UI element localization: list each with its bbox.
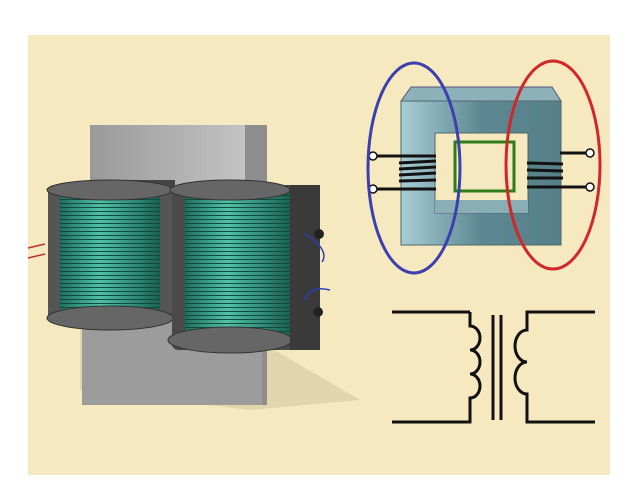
primary-winding bbox=[373, 154, 437, 191]
terminal-icons bbox=[368, 148, 595, 194]
core-top bbox=[90, 125, 265, 185]
flux-path bbox=[453, 140, 516, 193]
transformer-symbol bbox=[392, 310, 595, 424]
coil-right bbox=[167, 179, 320, 354]
transformer-3d-model bbox=[27, 125, 360, 410]
secondary-ellipse bbox=[504, 59, 602, 271]
core-schematic bbox=[366, 59, 602, 275]
terminals bbox=[27, 229, 331, 317]
primary-ellipse bbox=[366, 61, 462, 275]
secondary-winding bbox=[526, 151, 590, 189]
coil-left bbox=[46, 179, 174, 331]
